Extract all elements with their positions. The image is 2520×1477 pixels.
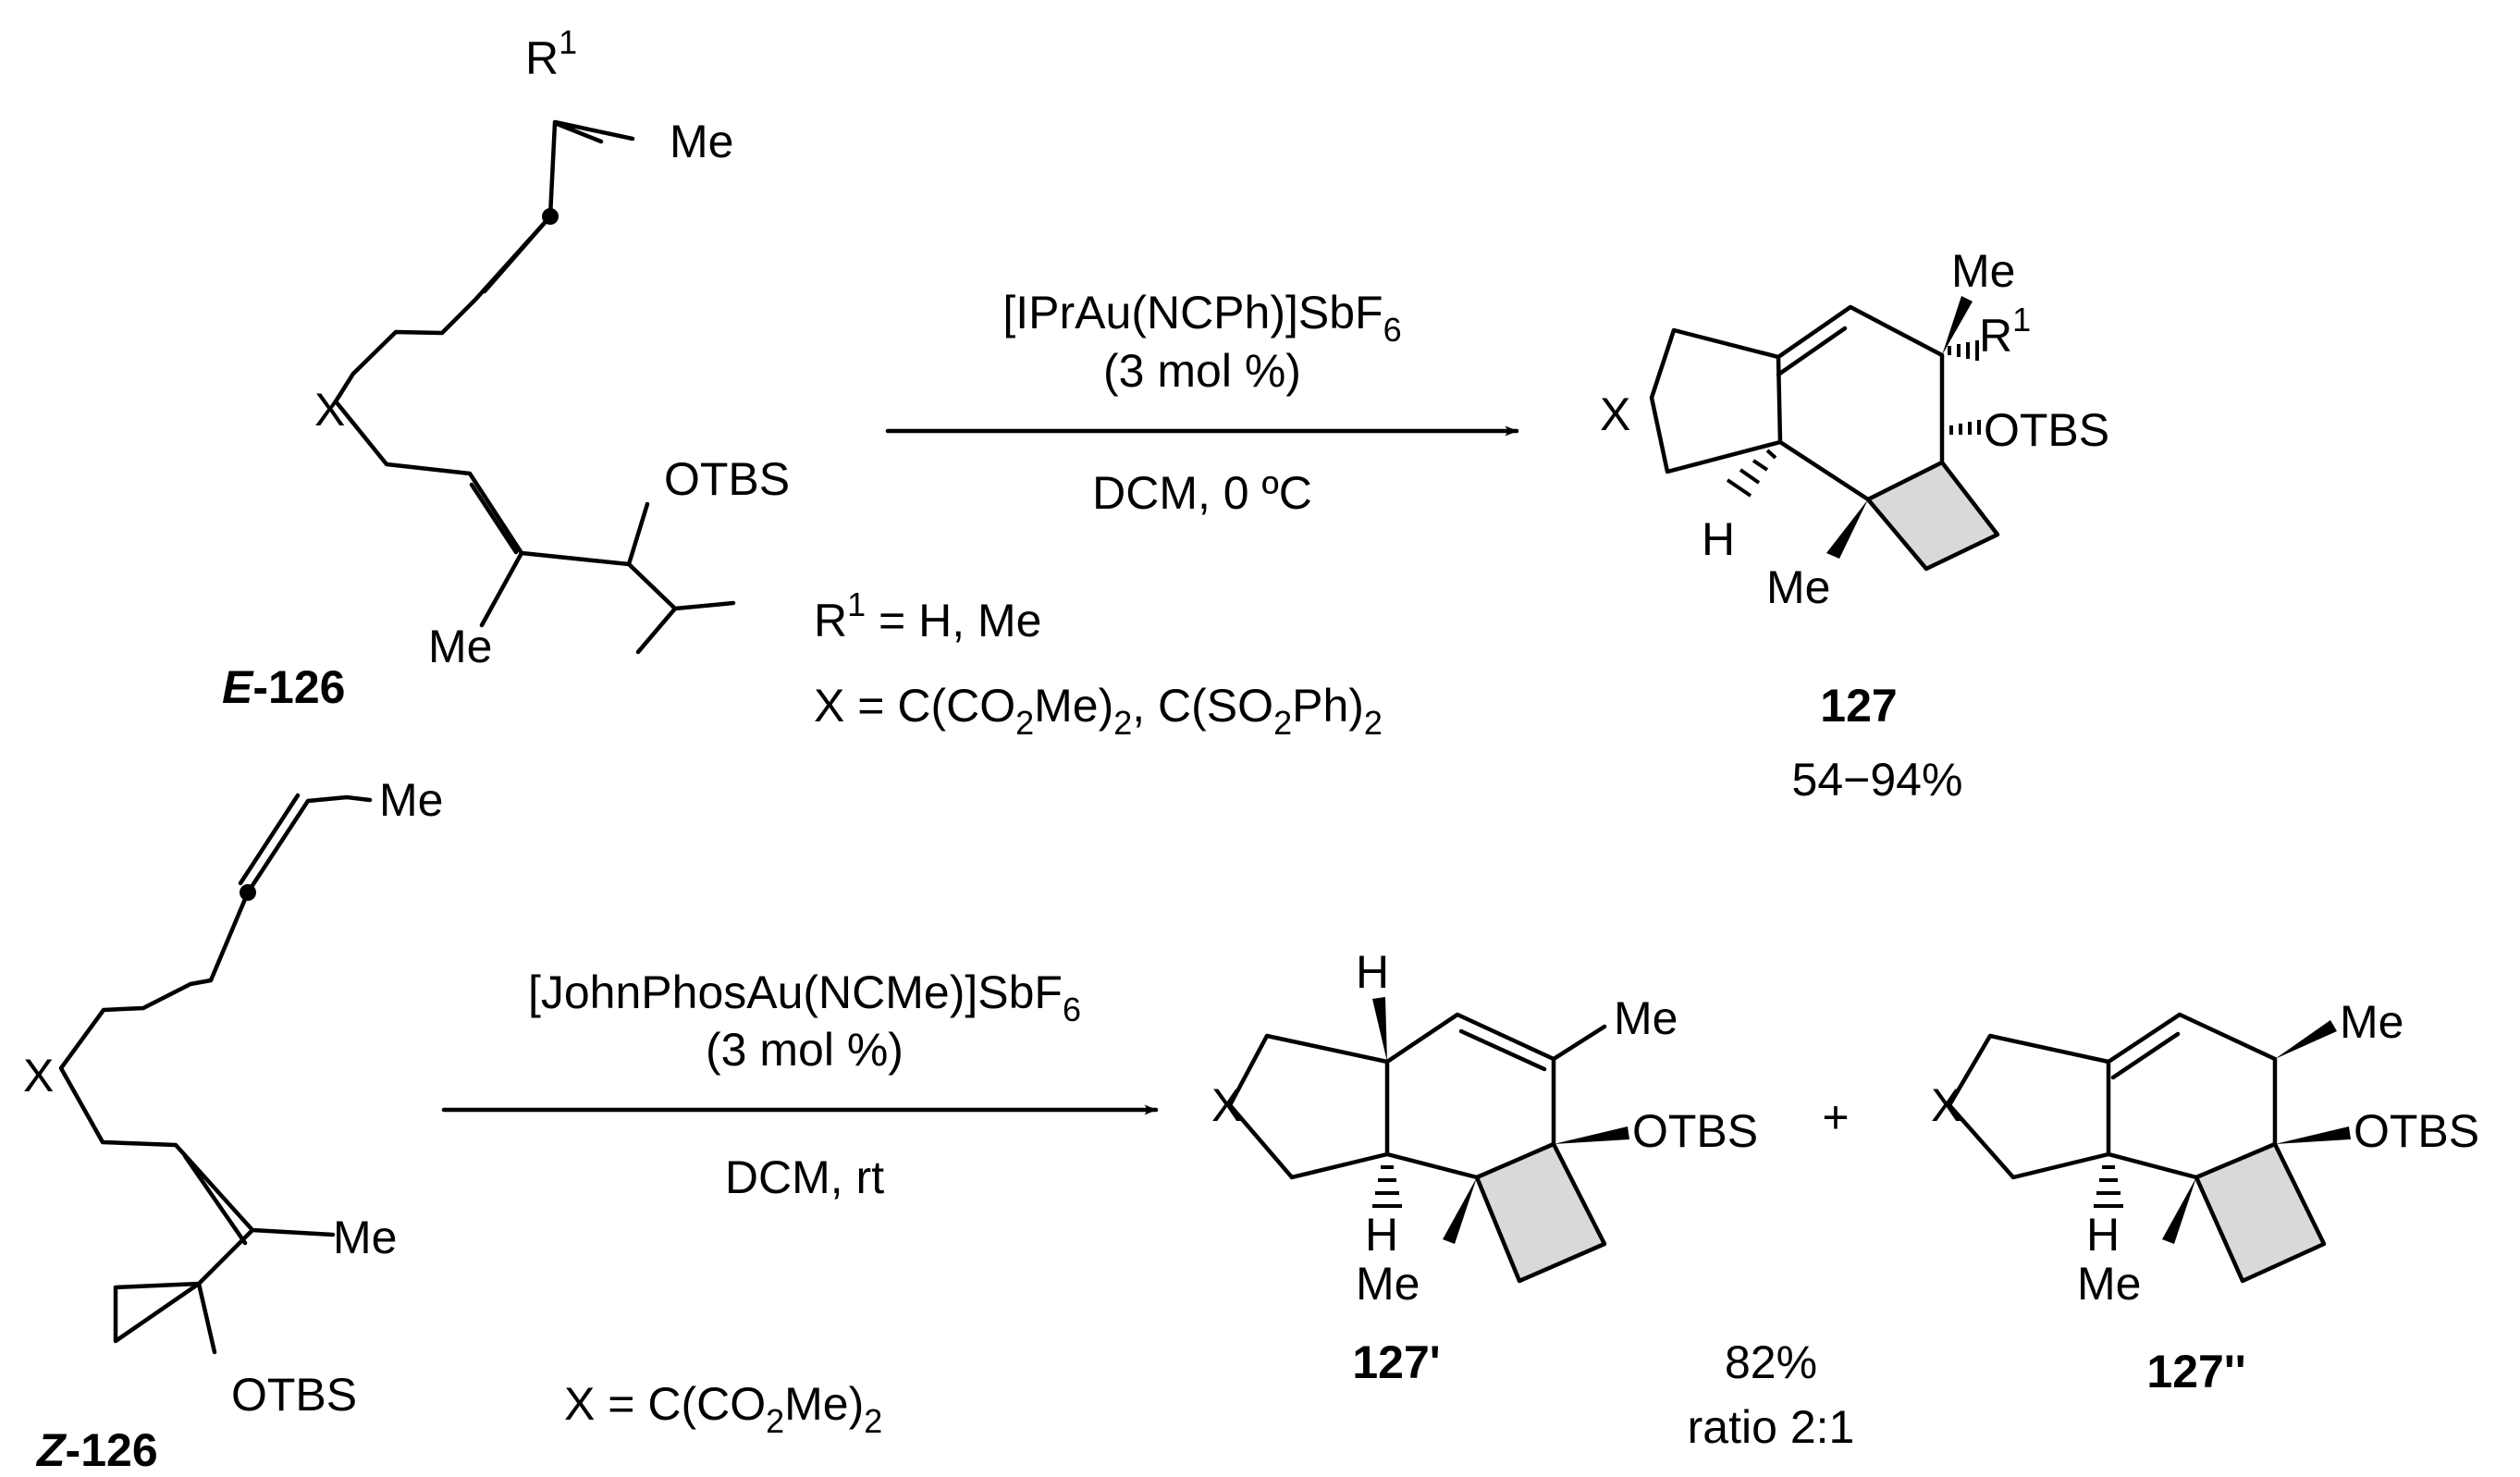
c127-r1-label: R1 xyxy=(1979,301,2031,362)
z126-me-top-label: Me xyxy=(379,774,443,826)
z126-x-label: X xyxy=(23,1050,54,1102)
reaction1-loading: (3 mol %) xyxy=(1103,345,1301,397)
z126-me-label: Me xyxy=(333,1212,397,1263)
z126-otbs-label: OTBS xyxy=(231,1369,357,1421)
c127pp-me-top-label: Me xyxy=(2340,996,2403,1048)
e126-r1-label: R1 xyxy=(525,23,577,84)
c127p-wedge-otbs xyxy=(1554,1126,1629,1144)
c127-skeleton-bonds xyxy=(1649,304,2000,572)
c127-me-bottom-label: Me xyxy=(1766,561,1830,613)
c127pp-otbs-label: OTBS xyxy=(2354,1105,2479,1157)
c127p-h-bottom-label: H xyxy=(1365,1209,1398,1261)
c127p-h-top-label: H xyxy=(1356,946,1389,998)
c127p-me-bottom-label: Me xyxy=(1356,1258,1420,1310)
c127p-hash-h-bottom xyxy=(1372,1165,1402,1208)
c127-me-top-label: Me xyxy=(1951,245,2015,297)
c127p-otbs-label: OTBS xyxy=(1632,1105,1758,1157)
e126-allene-center xyxy=(542,208,559,225)
e126-otbs-label: OTBS xyxy=(664,453,790,505)
e126-me-label: Me xyxy=(670,116,733,167)
c127-x-label: X xyxy=(1600,388,1630,440)
c127pp-skeleton-bonds xyxy=(1947,1012,2327,1284)
z126-skeleton-bonds xyxy=(58,793,373,1355)
e126-me2-label: Me xyxy=(428,621,492,672)
e126-skeleton-bonds xyxy=(333,119,736,655)
c127p-wedge-h-top xyxy=(1372,997,1387,1062)
c127-compound-label: 127 xyxy=(1820,680,1897,732)
c127p-skeleton-bonds xyxy=(1227,1012,1607,1284)
reaction2-conditions: [JohnPhosAu(NCMe)]SbF6 (3 mol %) DCM, rt… xyxy=(441,966,1159,1440)
c127pp-h-label: H xyxy=(2086,1209,2120,1261)
z126-allene-center xyxy=(240,884,256,901)
c127-yield: 54−94% xyxy=(1792,754,1963,806)
reaction1-r1-note: R1 = H, Me xyxy=(814,585,1041,646)
reaction1-catalyst: [IPrAu(NCPh)]SbF6 xyxy=(1002,287,1401,349)
c127pp-wedge-otbs xyxy=(2275,1126,2351,1144)
c127pp-compound-label: 127'' xyxy=(2146,1346,2245,1397)
c127-hash-h xyxy=(1726,449,1777,498)
c127p-x-label: X xyxy=(1211,1079,1242,1131)
c127p-compound-label: 127' xyxy=(1352,1336,1440,1388)
c127-hash-r1 xyxy=(1948,340,1979,361)
compound-127-double-prime: Me X OTBS H Me 127'' xyxy=(1931,996,2479,1397)
c127-otbs-label: OTBS xyxy=(1984,404,2109,456)
reaction2-loading: (3 mol %) xyxy=(706,1024,904,1076)
c127-hash-otbs xyxy=(1949,420,1981,435)
reaction1-conditions-text: DCM, 0 ºC xyxy=(1092,467,1312,519)
compound-e126: R1 Me X OTBS Me E-126 xyxy=(222,23,790,713)
reaction2-plus: + xyxy=(1822,1091,1849,1143)
compound-z126: Me X Me OTBS Z-126 xyxy=(23,774,443,1476)
c127pp-x-label: X xyxy=(1931,1079,1961,1131)
e126-compound-label: E-126 xyxy=(222,661,345,713)
c127-wedge-me xyxy=(1942,296,1973,355)
c127p-me-label: Me xyxy=(1614,992,1678,1044)
c127pp-hash-h-bottom xyxy=(2094,1165,2123,1208)
reaction2-catalyst: [JohnPhosAu(NCMe)]SbF6 xyxy=(528,966,1081,1028)
reaction2-ratio: ratio 2:1 xyxy=(1688,1401,1855,1453)
reaction1-conditions: [IPrAu(NCPh)]SbF6 (3 mol %) DCM, 0 ºC R1… xyxy=(814,287,1519,742)
reaction2-yield: 82% xyxy=(1725,1336,1817,1388)
z126-compound-label: Z-126 xyxy=(35,1424,158,1476)
reaction1-x-note: X = C(CO2Me)2, C(SO2Ph)2 xyxy=(814,680,1383,742)
reaction2-x-note: X = C(CO2Me)2 xyxy=(564,1378,882,1440)
c127pp-wedge-me xyxy=(2162,1177,2196,1244)
reaction2-conditions-text: DCM, rt xyxy=(725,1151,884,1203)
c127p-wedge-me xyxy=(1443,1177,1477,1244)
c127-h-label: H xyxy=(1702,513,1735,565)
c127-cyclobutane-fill xyxy=(1868,462,1998,569)
c127pp-cyclobutane-fill xyxy=(2196,1144,2324,1281)
compound-127-prime: H Me X OTBS H Me 127' xyxy=(1211,946,1758,1388)
c127-wedge-me-bridge xyxy=(1826,499,1868,559)
compound-127: X Me R1 OTBS H Me 127 54−94% xyxy=(1600,245,2109,806)
c127p-cyclobutane-fill xyxy=(1477,1144,1604,1281)
c127pp-wedge-me-top xyxy=(2275,1020,2337,1059)
e126-x-label: X xyxy=(314,384,345,436)
c127pp-me-bottom-label: Me xyxy=(2077,1258,2141,1310)
